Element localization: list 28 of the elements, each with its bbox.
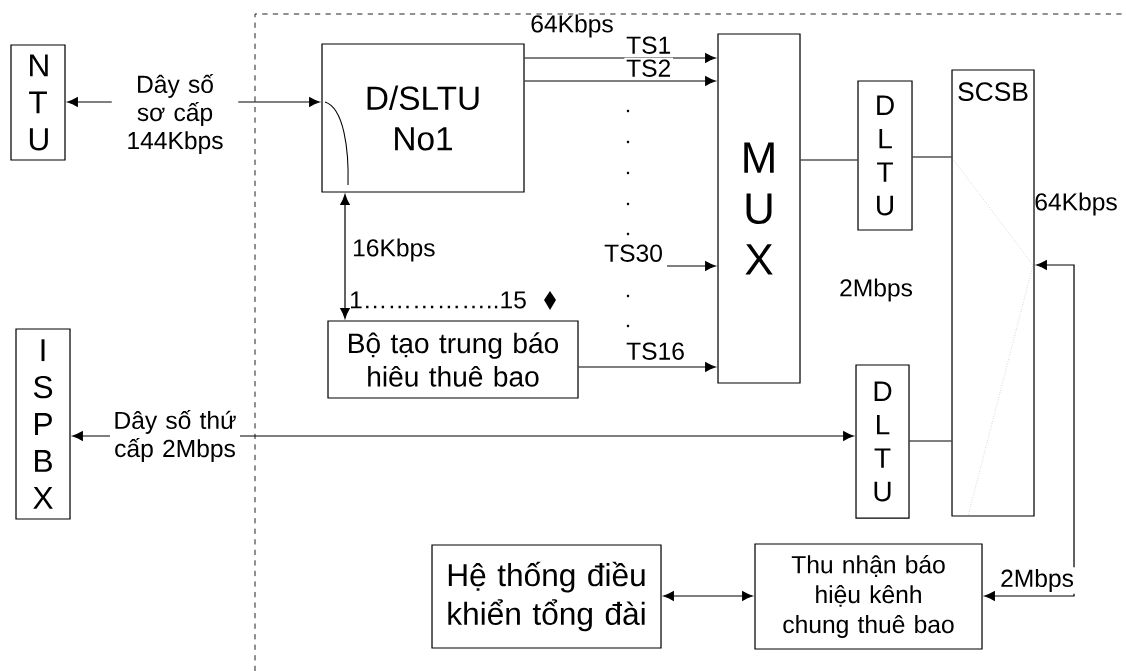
edge-label: 16Kbps: [350, 236, 438, 264]
rate-label: 2Mbps: [840, 278, 913, 302]
process-box: Bộ tạo trung báo hiêu thuê bao: [327, 320, 579, 399]
arrow: [524, 76, 716, 86]
multiplexer-box: M U X: [717, 33, 801, 384]
unit-box: D L T U: [855, 364, 910, 519]
edge-label: TS2: [624, 57, 673, 79]
process-box: Hệ thống điều khiển tổng đài: [431, 544, 662, 649]
edge-label: TS30: [602, 242, 665, 264]
edge-label: TS1: [624, 34, 673, 56]
arrow: [524, 53, 716, 63]
arrow: [984, 260, 1075, 601]
process-box: Thu nhận báo hiệu kênh chung thuê bao: [754, 543, 983, 650]
arrow: [578, 362, 716, 372]
edge-label: Dây số thứ cấp 2Mbps: [110, 408, 240, 464]
edge-label: Dây số sơ cấp 144Kbps: [111, 72, 239, 156]
edge-label: 2Mbps: [998, 567, 1076, 594]
arrow: [340, 194, 350, 319]
process-box: D/SLTU No1: [321, 43, 525, 193]
unit-box: I S P B X: [15, 328, 71, 520]
unit-box: N T U: [10, 44, 66, 161]
arrow: [666, 261, 716, 271]
rate-label: 64Kbps: [531, 14, 613, 38]
switch-box: SCSB: [951, 69, 1035, 517]
unit-box: D L T U: [857, 80, 913, 231]
edge-label: TS16: [624, 340, 687, 362]
arrow: [663, 591, 753, 601]
rate-label: 1……………..15: [351, 291, 526, 309]
